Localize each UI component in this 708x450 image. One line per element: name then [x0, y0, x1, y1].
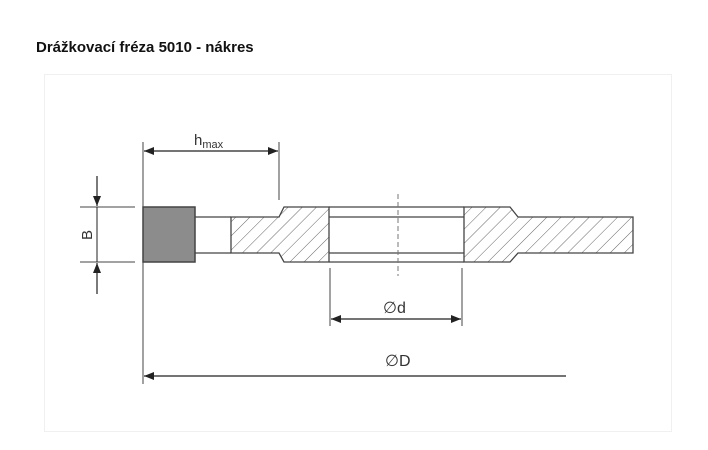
hmax-label: hmax — [194, 132, 224, 151]
left-hub-section — [230, 206, 330, 263]
right-hub-section — [463, 206, 634, 263]
b-label: B — [79, 230, 96, 240]
outer-diameter-label: ∅D — [385, 353, 411, 370]
bore — [329, 206, 464, 263]
page-title: Drážkovací fréza 5010 - nákres — [36, 39, 254, 56]
drawing-frame — [44, 74, 672, 432]
blade-body — [195, 216, 231, 254]
bore-diameter-label: ∅d — [383, 300, 406, 317]
diamond-segment — [142, 206, 196, 263]
